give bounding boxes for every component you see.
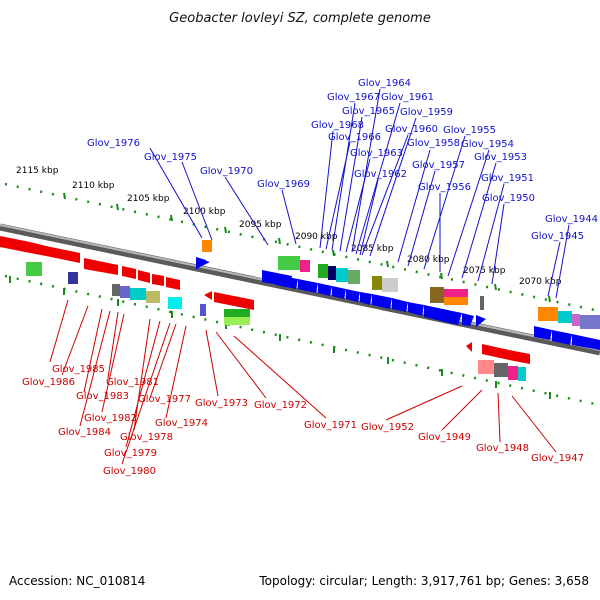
gene-arrow — [346, 289, 360, 302]
reverse-gene-labels: Glov_1985 Glov_1986 Glov_1981 Glov_1983 … — [22, 364, 584, 477]
gene-arrow — [514, 351, 530, 364]
map-title: Geobacter lovleyi SZ, complete genome — [169, 11, 431, 26]
gene-arrow — [332, 286, 346, 299]
gene-arrow — [372, 294, 392, 309]
gene-arrow — [392, 298, 408, 312]
gene-arrow — [84, 258, 118, 275]
gene-label[interactable]: Glov_1963 — [350, 148, 403, 159]
gene-label[interactable]: Glov_1977 — [138, 394, 191, 405]
gene-label[interactable]: Glov_1981 — [106, 377, 159, 388]
gene-arrow — [46, 246, 80, 263]
outer-scale — [4, 182, 596, 312]
gene-label[interactable]: Glov_1947 — [531, 453, 584, 464]
gene-label[interactable]: Glov_1959 — [400, 107, 453, 118]
gene-arrow — [204, 291, 212, 300]
gene-label[interactable]: Glov_1957 — [412, 160, 465, 171]
gene-label[interactable]: Glov_1983 — [76, 391, 129, 402]
gene-label[interactable]: Glov_1973 — [195, 398, 248, 409]
gene-label[interactable]: Glov_1972 — [254, 400, 307, 411]
gene-arrow — [476, 315, 486, 327]
kbp-label: 2075 kbp — [463, 266, 506, 276]
gene-label[interactable]: Glov_1952 — [361, 422, 414, 433]
gene-label[interactable]: Glov_1958 — [407, 138, 460, 149]
gene-arrow — [0, 236, 30, 253]
kbp-label: 2115 kbp — [16, 166, 59, 176]
kbp-label: 2090 kbp — [295, 232, 338, 242]
gene-arrow — [572, 334, 600, 350]
accession-text: Accession: NC_010814 — [9, 574, 146, 588]
gene-label[interactable]: Glov_1945 — [531, 231, 584, 242]
kbp-label: 2095 kbp — [239, 220, 282, 230]
gene-arrow — [534, 326, 552, 340]
gene-label[interactable]: Glov_1976 — [87, 138, 140, 149]
gene-label[interactable]: Glov_1956 — [418, 182, 471, 193]
gene-label[interactable]: Glov_1970 — [200, 166, 253, 177]
gene-label[interactable]: Glov_1964 — [358, 78, 411, 89]
gene-label[interactable]: Glov_1949 — [418, 432, 471, 443]
reverse-label-leaders — [49, 299, 557, 465]
forward-gene-labels: Glov_1964 Glov_1967 Glov_1961 Glov_1965 … — [87, 78, 598, 242]
kbp-label: 2100 kbp — [183, 207, 226, 217]
gene-arrow — [30, 242, 46, 256]
gene-arrow — [122, 266, 136, 279]
gene-arrow — [138, 270, 150, 283]
gene-arrow — [360, 292, 372, 305]
feature-blocks — [26, 240, 600, 381]
gene-label[interactable]: Glov_1953 — [474, 152, 527, 163]
gene-arrow — [276, 275, 298, 289]
gene-label[interactable]: Glov_1954 — [461, 139, 514, 150]
gene-arrow — [424, 305, 462, 325]
gene-label[interactable]: Glov_1986 — [22, 377, 75, 388]
gene-arrow — [462, 313, 474, 326]
gene-label[interactable]: Glov_1967 — [327, 92, 380, 103]
gene-label[interactable]: Glov_1968 — [311, 120, 364, 131]
gene-arrow — [552, 330, 572, 345]
gene-arrow — [500, 348, 514, 361]
reverse-genes — [0, 236, 530, 364]
gene-arrow — [152, 274, 164, 286]
gene-label[interactable]: Glov_1971 — [304, 420, 357, 431]
gene-label[interactable]: Glov_1984 — [58, 427, 111, 438]
forward-genes — [196, 257, 600, 350]
gene-label[interactable]: Glov_1969 — [257, 179, 310, 190]
gene-label[interactable]: Glov_1979 — [104, 448, 157, 459]
kbp-label: 2070 kbp — [519, 277, 562, 287]
gene-label[interactable]: Glov_1960 — [385, 124, 438, 135]
gene-label[interactable]: Glov_1975 — [144, 152, 197, 163]
gene-arrow — [482, 344, 500, 358]
gene-arrow — [408, 302, 424, 316]
gene-arrow — [166, 277, 180, 290]
gene-arrow — [318, 283, 332, 296]
gene-label[interactable]: Glov_1966 — [328, 132, 381, 143]
gene-arrow — [298, 279, 318, 293]
gene-label[interactable]: Glov_1982 — [84, 413, 137, 424]
gene-label[interactable]: Glov_1948 — [476, 443, 529, 454]
inner-scale — [4, 274, 596, 406]
gene-arrow — [466, 342, 472, 352]
gene-label[interactable]: Glov_1962 — [354, 169, 407, 180]
gene-label[interactable]: Glov_1974 — [155, 418, 208, 429]
gene-label[interactable]: Glov_1944 — [545, 214, 598, 225]
gene-arrow — [214, 292, 254, 310]
kbp-label: 2080 kbp — [407, 255, 450, 265]
gene-label[interactable]: Glov_1980 — [103, 466, 156, 477]
gene-label[interactable]: Glov_1955 — [443, 125, 496, 136]
topology-text: Topology: circular; Length: 3,917,761 bp… — [259, 574, 589, 588]
gene-label[interactable]: Glov_1950 — [482, 193, 535, 204]
forward-label-leaders — [149, 88, 570, 299]
gene-label[interactable]: Glov_1985 — [52, 364, 105, 375]
gene-label[interactable]: Glov_1951 — [481, 173, 534, 184]
gene-arrow — [198, 258, 210, 268]
kbp-label: 2110 kbp — [72, 181, 115, 191]
kbp-label: 2105 kbp — [127, 194, 170, 204]
gene-label[interactable]: Glov_1961 — [381, 92, 434, 103]
gene-label[interactable]: Glov_1965 — [342, 106, 395, 117]
gene-label[interactable]: Glov_1978 — [120, 432, 173, 443]
